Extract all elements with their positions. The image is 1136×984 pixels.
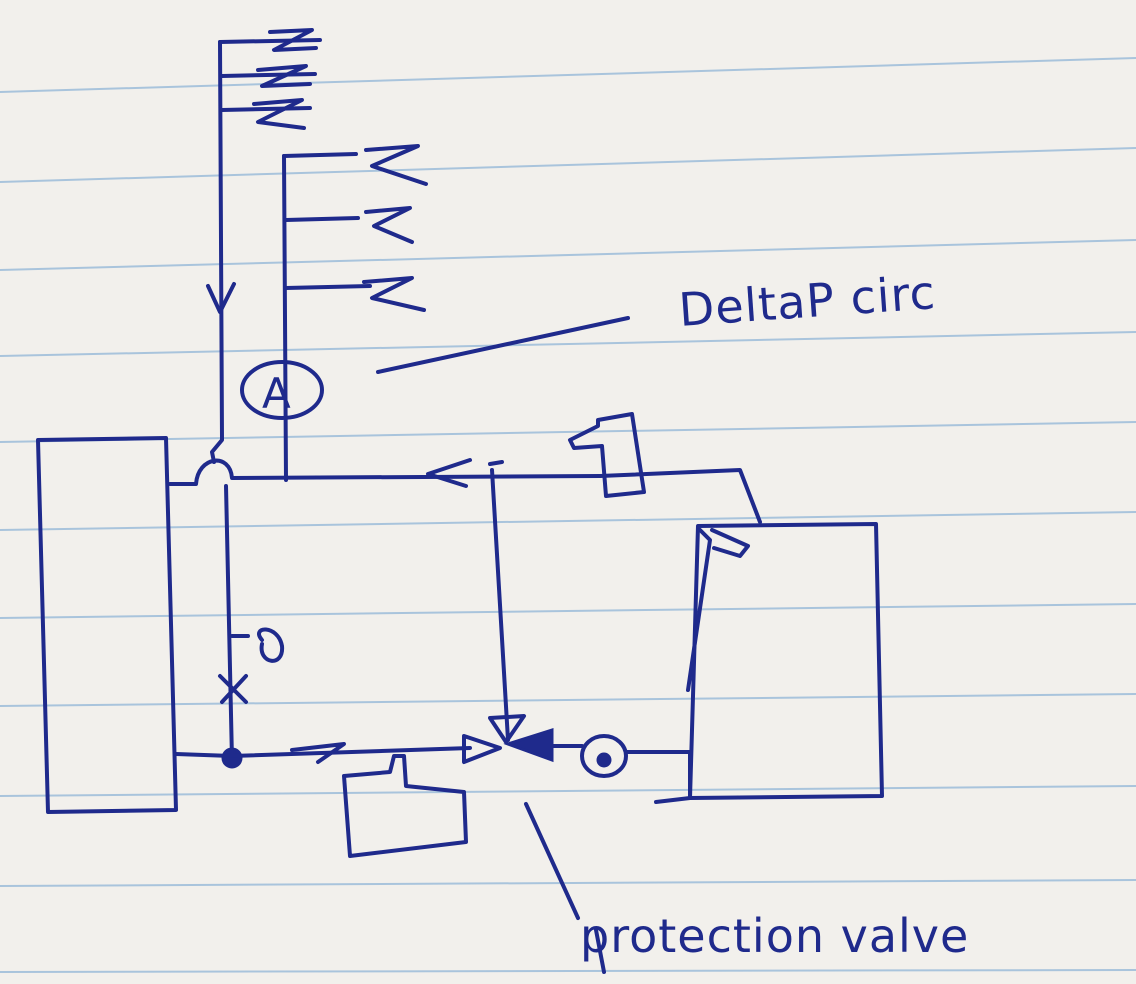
supply-drop <box>218 484 285 769</box>
protection-valve-pointer-line <box>524 802 580 920</box>
protection-valve-icon <box>462 714 554 764</box>
expansion-vessel-box <box>568 412 646 498</box>
storage-tank-box <box>688 522 884 800</box>
pump-symbol-label: A <box>262 369 292 418</box>
flow-arrow-down-icon <box>206 282 236 314</box>
secondary-pump-icon <box>580 734 628 778</box>
ruled-lines <box>0 57 1136 973</box>
circulation-riser <box>282 152 372 482</box>
heating-emitters-lower <box>362 144 428 312</box>
heating-emitters-upper <box>252 28 318 130</box>
boiler-box <box>36 436 178 814</box>
supply-riser <box>206 38 322 464</box>
shutoff-valve-icon <box>218 674 248 704</box>
protection-valve-label: protection valve <box>580 909 969 963</box>
delta-p-pointer-line <box>376 316 630 374</box>
circulation-pump-icon: A <box>240 360 324 420</box>
flow-arrow-right-icon <box>290 742 346 764</box>
separator-box <box>342 754 468 858</box>
return-header <box>168 458 762 524</box>
junction-dot <box>221 747 243 769</box>
storage-tank-inlet-flap <box>686 528 750 692</box>
thermometer-icon <box>230 627 285 663</box>
flow-arrow-left-icon <box>426 458 472 488</box>
bypass-line <box>490 468 510 742</box>
protection-valve-label-tail <box>594 928 606 974</box>
bottom-supply-line <box>174 742 692 804</box>
